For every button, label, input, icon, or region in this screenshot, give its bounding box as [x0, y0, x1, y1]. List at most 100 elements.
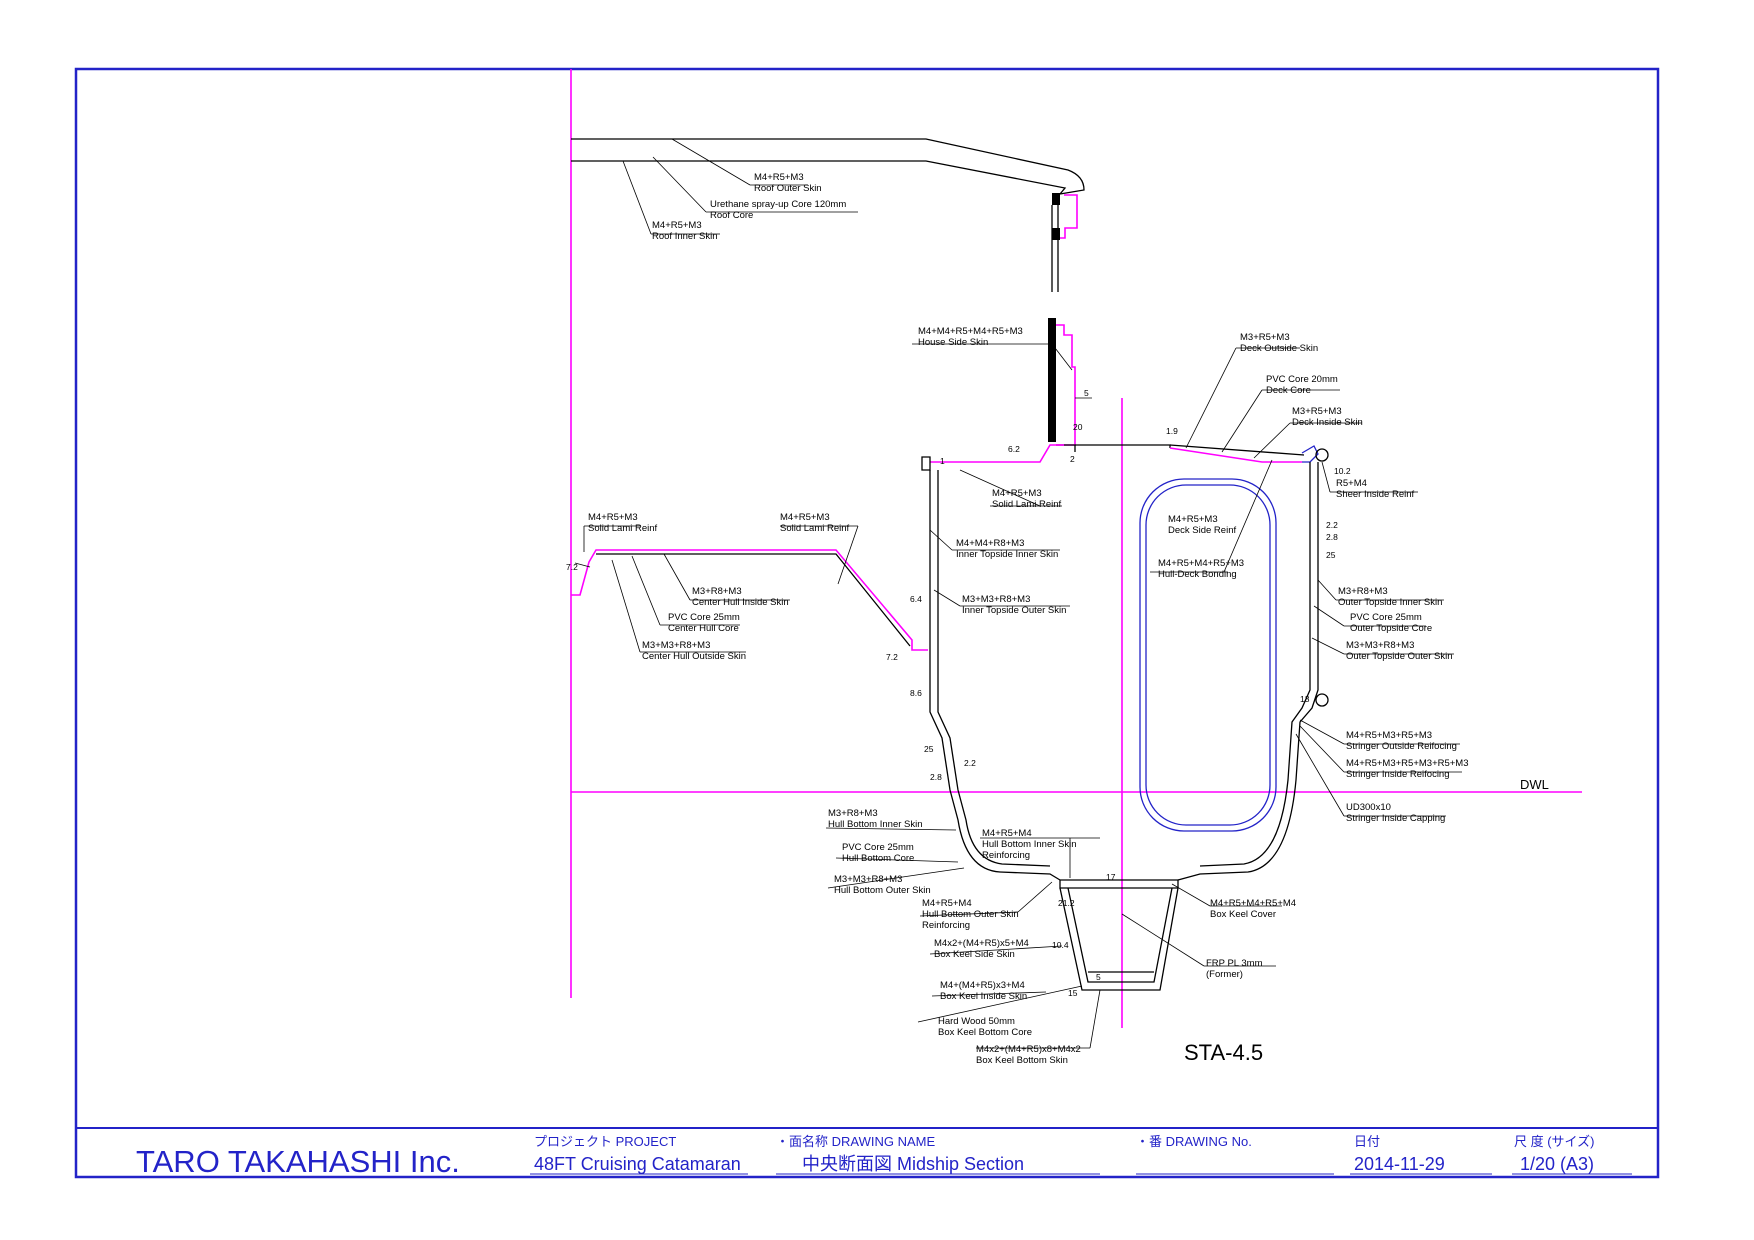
- tank-outline-inner: [1145, 484, 1271, 826]
- callout-line: M4+R5+M3+R5+M3: [1346, 730, 1432, 741]
- sheet-border: [74, 67, 1660, 1179]
- callout-line: Hull Bottom Inner Skin: [828, 819, 923, 830]
- project-caption: プロジェクト PROJECT: [534, 1134, 676, 1149]
- scale-value: 1/20 (A3): [1520, 1154, 1594, 1174]
- callout-line: Hull-Deck Bonding: [1158, 569, 1237, 580]
- box-keel: [1059, 879, 1179, 991]
- callout-line: M3+R8+M3: [1338, 586, 1388, 597]
- dim-label: 1: [940, 456, 945, 466]
- callout-line: Stringer Inside Reifocing: [1346, 769, 1450, 780]
- callout-line: Center Hull Inside Skin: [692, 597, 789, 608]
- callout-line: M4+R5+M3: [992, 488, 1042, 499]
- callout-line: PVC Core 25mm: [668, 612, 740, 623]
- callout-line: M4+M4+R8+M3: [956, 538, 1024, 549]
- deck: [921, 444, 1329, 471]
- dim-label: 2.8: [930, 772, 942, 782]
- callout-line: M3+M3+R8+M3: [642, 640, 710, 651]
- dim-label: 25: [924, 744, 934, 754]
- dim-label: 21.2: [1058, 898, 1075, 908]
- outer-hull: [1177, 462, 1329, 881]
- callout-line: M4+R5+M4: [922, 898, 972, 909]
- dwl-label: DWL: [1520, 777, 1549, 792]
- callout-line: Roof Outer Skin: [754, 183, 822, 194]
- callout-line: M3+R8+M3: [828, 808, 878, 819]
- callout-line: Deck Core: [1266, 385, 1311, 396]
- house-side: [1048, 318, 1092, 452]
- callout-line: M3+M3+R8+M3: [962, 594, 1030, 605]
- callout-line: Hull Bottom Outer Skin: [834, 885, 931, 896]
- project-value: 48FT Cruising Catamaran: [534, 1154, 741, 1174]
- center-hull: [571, 549, 928, 651]
- callout-line: UD300x10: [1346, 802, 1391, 813]
- callout-line: Urethane spray-up Core 120mm: [710, 199, 846, 210]
- callout-line: Reinforcing: [922, 920, 970, 931]
- callout-line: Deck Side Reinf: [1168, 525, 1236, 536]
- callout-line: Outer Topside Outer Skin: [1346, 651, 1453, 662]
- scale-caption: 尺 度 (サイズ): [1514, 1134, 1595, 1149]
- dim-label: 2.2: [964, 758, 976, 768]
- callout-line: Center Hull Outside Skin: [642, 651, 746, 662]
- callout-line: M3+M3+R8+M3: [834, 874, 902, 885]
- dim-label: 2.8: [1326, 532, 1338, 542]
- callout-line: PVC Core 25mm: [842, 842, 914, 853]
- callout-line: Solid Lami Reinf: [588, 523, 658, 534]
- callout-line: M4+R5+M3: [652, 220, 702, 231]
- callout-line: Inner Topside Inner Skin: [956, 549, 1058, 560]
- callout-line: M3+R5+M3: [1292, 406, 1342, 417]
- callout-line: M4+R5+M3: [588, 512, 638, 523]
- station-label: STA-4.5: [1184, 1040, 1263, 1065]
- callout-line: Stringer Outside Reifocing: [1346, 741, 1457, 752]
- callout-line: M4x2+(M4+R5)x5+M4: [934, 938, 1029, 949]
- callout-line: Box Keel Side Skin: [934, 949, 1015, 960]
- callout-line: R5+M4: [1336, 478, 1367, 489]
- callout-line: Stringer Inside Capping: [1346, 813, 1445, 824]
- callout-frp-pl: FRP PL 3mm(Former): [1206, 958, 1263, 980]
- dim-label: 2.2: [1326, 520, 1338, 530]
- callout-line: Center Hull Core: [668, 623, 739, 634]
- dim-label: 15: [1068, 988, 1078, 998]
- dim-label: 1.9: [1166, 426, 1178, 436]
- callout-line: Box Keel Bottom Core: [938, 1027, 1032, 1038]
- dim-label: 6.2: [1008, 444, 1020, 454]
- callout-line: Roof Core: [710, 210, 753, 221]
- callout-line: M4x2+(M4+R5)x8+M4x2: [976, 1044, 1081, 1055]
- dimension-labels: 5 20 2 6.2 1 1.9 10.2 2.2 2.8 25 7.2 7.2…: [566, 388, 1351, 998]
- dim-label: 7.2: [886, 652, 898, 662]
- callout-line: M4+(M4+R5)x3+M4: [940, 980, 1025, 991]
- callout-line: M4+R5+M4: [982, 828, 1032, 839]
- dim-label: 13: [1300, 694, 1310, 704]
- dim-label: 17: [1106, 872, 1116, 882]
- date-caption: 日付: [1354, 1134, 1380, 1149]
- callout-line: Inner Topside Outer Skin: [962, 605, 1066, 616]
- dim-label: 6.4: [910, 594, 922, 604]
- callout-line: House Side Skin: [918, 337, 988, 348]
- callout-line: M4+R5+M3+R5+M3+R5+M3: [1346, 758, 1469, 769]
- callout-line: Sheer Inside Reinf: [1336, 489, 1415, 500]
- dim-label: 2: [1070, 454, 1075, 464]
- callout-line: Reinforcing: [982, 850, 1030, 861]
- inner-hull: [929, 470, 1061, 881]
- callout-line: Roof Inner Skin: [652, 231, 717, 242]
- drawing-no-caption: ・番 DRAWING No.: [1136, 1134, 1252, 1149]
- callout-line: Hard Wood 50mm: [938, 1016, 1015, 1027]
